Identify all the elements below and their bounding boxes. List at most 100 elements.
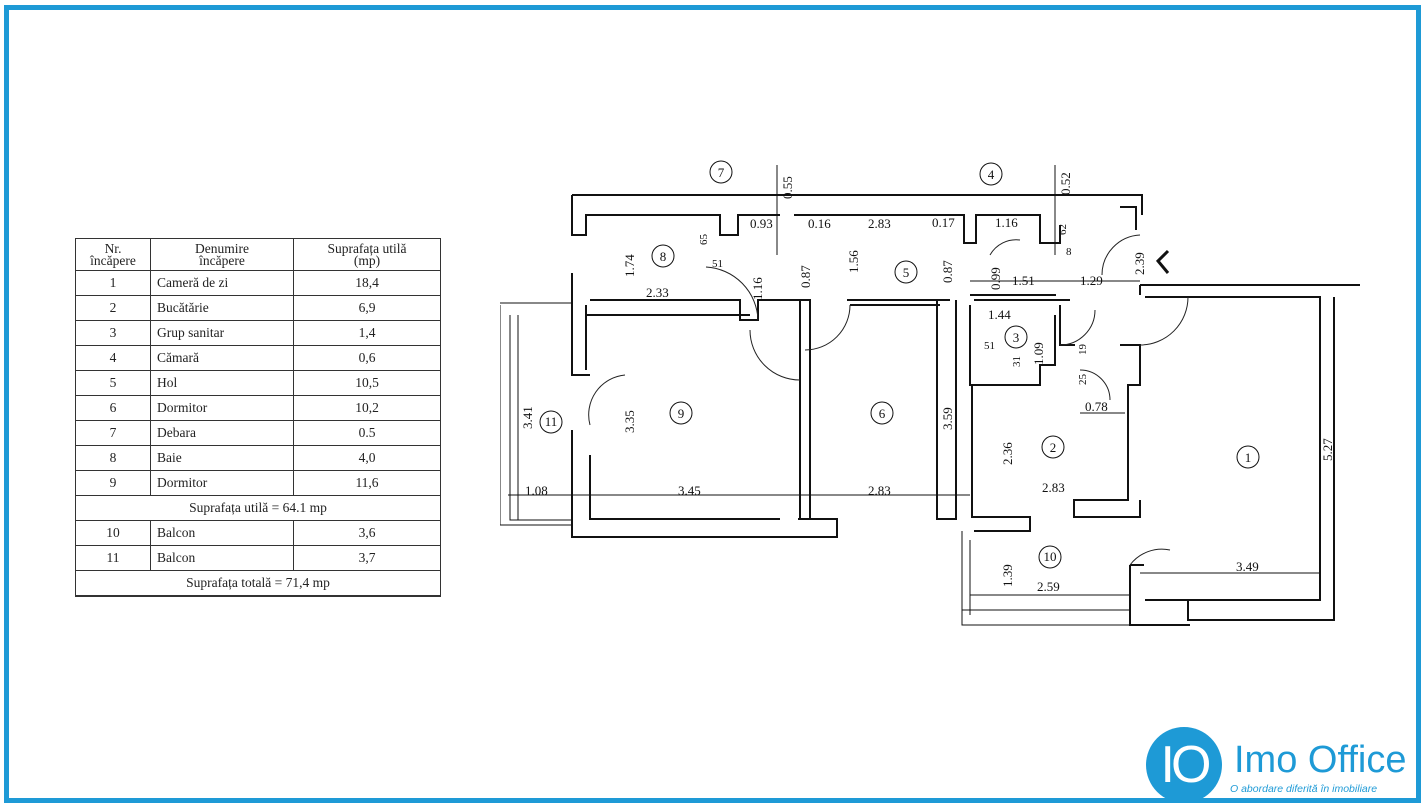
cell-nr: 9: [75, 470, 151, 496]
door-arc: [1129, 548, 1171, 566]
room-marker-11: [539, 410, 563, 434]
dimension-label: 2.83: [1042, 480, 1065, 495]
balcony-line: [961, 531, 1130, 626]
cell-nr: 4: [75, 345, 151, 371]
wall: [572, 194, 1143, 215]
room-marker-7: [709, 160, 733, 184]
door-arc: [989, 239, 1021, 256]
dimension-label: 5.27: [1320, 438, 1335, 461]
dimension-label: 1.39: [1000, 564, 1015, 587]
dimension-label: 0.52: [1058, 172, 1073, 195]
room-number: 10: [1044, 549, 1057, 564]
room-number: 1: [1245, 450, 1252, 465]
door-arc: [588, 374, 626, 426]
room-number: 6: [879, 406, 886, 421]
room-number: 5: [903, 265, 910, 280]
wall: [936, 300, 957, 520]
cell-name: Dormitor: [150, 395, 294, 421]
cell-area: 0,6: [293, 345, 441, 371]
dimension-label: 1.09: [1031, 342, 1046, 365]
logo-name: Imo Office: [1234, 739, 1407, 781]
cell-nr: 8: [75, 445, 151, 471]
cell-area: 10,5: [293, 370, 441, 396]
dimension-label: 2.39: [1132, 252, 1147, 275]
dimension-label: 0.87: [798, 265, 813, 288]
door-arc: [804, 304, 851, 351]
cell-area: 1,4: [293, 320, 441, 346]
wall: [571, 195, 780, 236]
room-marker-6: [870, 401, 894, 425]
dimension-label: 2.83: [868, 216, 891, 231]
cell-name: Balcon: [150, 520, 294, 546]
dimension-label: 51: [712, 258, 723, 270]
logo-tagline: O abordare diferită în imobiliare: [1230, 783, 1378, 795]
door-arc: [1101, 234, 1141, 276]
header-nr-text: Nr. încăpere: [90, 240, 136, 268]
dimension-label: 0.99: [988, 267, 1003, 290]
floor-plan: 7 4 8 5 3 11 9 6 2 1 10 0.93 0.16 2.83 0…: [500, 160, 1360, 626]
total-row: Suprafața totală = 71,4 mp: [75, 570, 441, 597]
wall: [571, 430, 838, 538]
cell-nr: 1: [75, 270, 151, 296]
room-marker-4: [979, 162, 1003, 186]
dimension-label: 0.16: [808, 216, 831, 231]
dimension-label: 3.49: [1236, 559, 1259, 574]
dimension-label: 0.17: [932, 215, 955, 230]
cell-nr: 6: [75, 395, 151, 421]
room-marker-10: [1038, 545, 1062, 569]
room-marker-9: [669, 401, 693, 425]
room-marker-3: [1004, 325, 1028, 349]
cell-name: Dormitor: [150, 470, 294, 496]
dimension-label: 2.59: [1037, 579, 1060, 594]
cell-nr: 2: [75, 295, 151, 321]
wall: [1059, 305, 1075, 346]
dimension-label: 1.29: [1080, 273, 1103, 288]
cell-area: 3,6: [293, 520, 441, 546]
dimension-label: 2.33: [646, 285, 669, 300]
subtotal-row: Suprafața utilă = 64.1 mp: [75, 495, 441, 521]
dimension-label: 19: [1077, 344, 1089, 356]
dimension-label: 0.87: [940, 260, 955, 283]
dimension-label: 2.83: [868, 483, 891, 498]
cell-nr: 11: [75, 545, 151, 571]
cell-name: Bucătărie: [150, 295, 294, 321]
header-name-text: Denumire încăpere: [195, 240, 249, 268]
dimension-label: 31: [1011, 356, 1023, 367]
cell-area: 11,6: [293, 470, 441, 496]
dimension-label: 0.78: [1085, 399, 1108, 414]
dimension-label: 1.08: [525, 483, 548, 498]
wall: [1140, 284, 1360, 621]
cell-area: 3,7: [293, 545, 441, 571]
cell-name: Hol: [150, 370, 294, 396]
room-number: 9: [678, 406, 685, 421]
cell-name: Grup sanitar: [150, 320, 294, 346]
door-arc: [1079, 369, 1111, 401]
dimension-label: 3.59: [940, 407, 955, 430]
page-frame: [4, 5, 1421, 803]
subtotal-cell: Suprafața utilă = 64.1 mp: [75, 495, 441, 521]
wall: [589, 455, 780, 520]
room-number: 2: [1050, 440, 1057, 455]
cell-area: 0.5: [293, 420, 441, 446]
room-area-table: Nr. încăpere Denumire încăpere Suprafața…: [75, 238, 441, 597]
wall: [794, 214, 1061, 244]
table-header-row: Nr. încăpere Denumire încăpere Suprafața…: [75, 238, 441, 271]
dimension-label: 0.93: [750, 216, 773, 231]
dimension-label: 65: [698, 234, 710, 246]
room-marker-5: [894, 260, 918, 284]
cell-nr: 7: [75, 420, 151, 446]
cell-name: Baie: [150, 445, 294, 471]
room-marker-1: [1236, 445, 1260, 469]
cell-area: 4,0: [293, 445, 441, 471]
header-name: Denumire încăpere: [150, 238, 294, 271]
